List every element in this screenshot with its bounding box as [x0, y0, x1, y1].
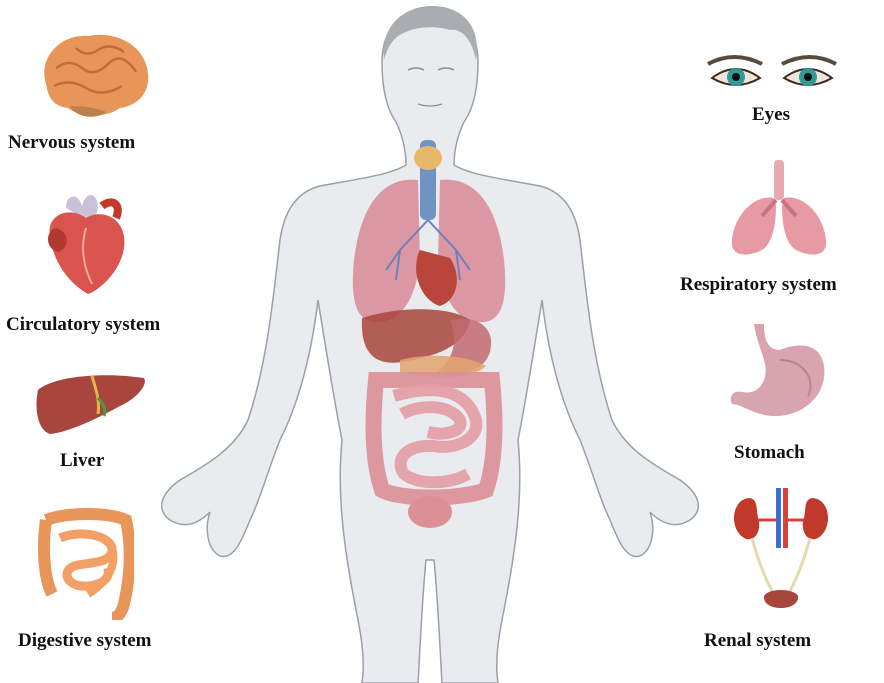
label-eyes: Eyes: [752, 104, 790, 126]
label-stomach: Stomach: [734, 442, 805, 464]
label-nervous-system: Nervous system: [8, 132, 135, 154]
label-respiratory-system: Respiratory system: [680, 274, 837, 296]
label-liver: Liver: [60, 450, 104, 472]
liver-icon: [34, 370, 150, 440]
label-digestive-system: Digestive system: [18, 630, 152, 652]
intestines-icon: [38, 508, 134, 620]
heart-icon: [36, 188, 132, 298]
lungs-icon: [726, 160, 832, 260]
kidneys-icon: [726, 488, 836, 618]
label-circulatory-system: Circulatory system: [6, 314, 160, 336]
body-silhouette-icon: [150, 0, 710, 683]
human-body-figure: [150, 0, 710, 683]
stomach-icon: [724, 320, 830, 424]
label-renal-system: Renal system: [704, 630, 811, 652]
eyes-icon: [704, 48, 840, 94]
brain-icon: [36, 28, 152, 122]
